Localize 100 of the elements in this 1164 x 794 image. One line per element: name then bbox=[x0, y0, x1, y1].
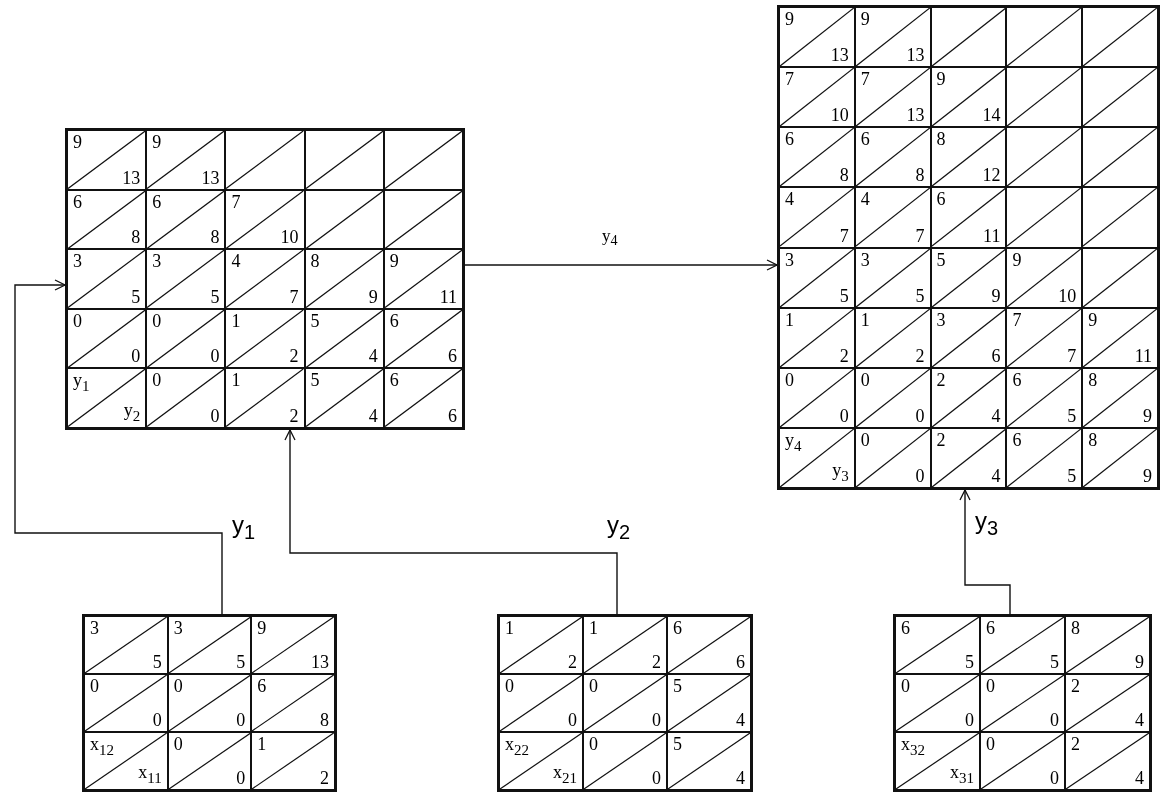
lower-value: 7 bbox=[915, 225, 925, 246]
table-cell bbox=[667, 616, 751, 674]
table-cell bbox=[854, 67, 931, 128]
lower-value: x$_{11}$ bbox=[138, 762, 162, 788]
variable-label: y$_{3}$ bbox=[975, 508, 999, 541]
lower-value: 0 bbox=[131, 346, 141, 367]
table-cell bbox=[67, 189, 147, 250]
lower-value: 7 bbox=[1067, 345, 1077, 366]
table-cell bbox=[1082, 127, 1158, 188]
table-cell bbox=[1006, 127, 1083, 188]
lower-value: 0 bbox=[152, 710, 162, 730]
lower-value: 0 bbox=[652, 710, 661, 730]
lower-value: 9 bbox=[991, 285, 1001, 306]
upper-value: 3 bbox=[152, 251, 162, 272]
table-cell bbox=[67, 249, 147, 309]
table-cell bbox=[854, 367, 931, 428]
upper-value: 6 bbox=[673, 618, 682, 638]
lower-value: 5 bbox=[839, 285, 849, 306]
table-cell bbox=[930, 67, 1007, 128]
lower-value: 13 bbox=[906, 45, 925, 66]
upper-value: 0 bbox=[986, 676, 995, 696]
upper-value: 1 bbox=[257, 734, 267, 754]
lower-value: 11 bbox=[1134, 345, 1152, 366]
table-cell bbox=[1065, 674, 1150, 732]
lower-value: 5 bbox=[152, 652, 162, 672]
lower-value: 4 bbox=[991, 405, 1001, 426]
lower-value: 12 bbox=[982, 165, 1001, 186]
table bbox=[777, 5, 1160, 490]
upper-value: 2 bbox=[936, 369, 946, 390]
table-cell bbox=[583, 732, 667, 790]
upper-value: 0 bbox=[589, 676, 598, 696]
upper-value: 0 bbox=[505, 676, 514, 696]
table-cell bbox=[779, 127, 855, 188]
upper-value: 0 bbox=[152, 310, 162, 331]
lower-value: 2 bbox=[289, 346, 299, 367]
lower-value: 0 bbox=[965, 710, 974, 730]
upper-value: 8 bbox=[1088, 369, 1098, 390]
upper-value: 5 bbox=[673, 676, 682, 696]
table-cell bbox=[84, 674, 168, 732]
lower-value: 0 bbox=[652, 768, 661, 788]
upper-value: y$_{1}$ bbox=[73, 370, 90, 396]
variable-label: y$_{2}$ bbox=[607, 512, 631, 545]
table-cell bbox=[383, 249, 463, 309]
upper-value: 6 bbox=[936, 189, 946, 210]
lower-value: 9 bbox=[1143, 466, 1152, 486]
upper-value: 3 bbox=[785, 249, 794, 270]
lower-value: 2 bbox=[320, 768, 329, 788]
table-cell bbox=[383, 130, 463, 190]
arrow bbox=[464, 259, 778, 271]
lower-value: 13 bbox=[201, 167, 220, 188]
table-cell bbox=[854, 247, 931, 308]
lower-value: 4 bbox=[368, 346, 378, 367]
upper-value: 7 bbox=[785, 69, 794, 90]
lower-value: 0 bbox=[210, 406, 220, 426]
upper-value: 6 bbox=[389, 310, 399, 331]
lower-value: 5 bbox=[210, 286, 220, 307]
table-cell bbox=[779, 187, 855, 248]
arrow bbox=[284, 429, 618, 615]
lower-value: 5 bbox=[1067, 466, 1077, 486]
table-cell bbox=[930, 427, 1007, 488]
table-cell bbox=[67, 368, 147, 428]
table-cell bbox=[854, 187, 931, 248]
table-cell bbox=[499, 732, 583, 790]
lower-value: 2 bbox=[915, 345, 925, 366]
upper-value: 5 bbox=[936, 249, 946, 270]
lower-value: 0 bbox=[210, 346, 220, 367]
table-cell bbox=[1082, 7, 1158, 68]
upper-value: 9 bbox=[860, 9, 870, 29]
upper-value: 4 bbox=[231, 251, 241, 272]
upper-value: 3 bbox=[73, 251, 82, 272]
upper-value: 6 bbox=[1012, 369, 1022, 390]
table-cell bbox=[930, 7, 1007, 68]
table-cell bbox=[779, 7, 855, 68]
table-cell bbox=[67, 308, 147, 369]
upper-value: 0 bbox=[90, 676, 99, 696]
lower-value: 5 bbox=[965, 652, 974, 672]
lower-value: 5 bbox=[1050, 652, 1059, 672]
table-cell bbox=[225, 308, 305, 369]
lower-value: 5 bbox=[131, 286, 141, 307]
lower-value: y$_{2}$ bbox=[123, 400, 141, 426]
upper-value: 9 bbox=[1012, 249, 1022, 270]
table-cell bbox=[167, 616, 252, 674]
table-cell bbox=[779, 367, 855, 428]
table-cell bbox=[84, 616, 168, 674]
upper-value: 9 bbox=[936, 69, 946, 90]
table-cell bbox=[225, 249, 305, 309]
lower-value: 6 bbox=[991, 345, 1001, 366]
lower-value: 6 bbox=[448, 406, 457, 426]
upper-value: 7 bbox=[231, 191, 241, 212]
table-cell bbox=[146, 130, 226, 190]
upper-value: 7 bbox=[860, 69, 870, 90]
table-cell bbox=[1082, 67, 1158, 128]
table-cell bbox=[1006, 307, 1083, 368]
table-cell bbox=[304, 308, 384, 369]
table-cell bbox=[930, 307, 1007, 368]
table-cell bbox=[779, 67, 855, 128]
lower-value: 4 bbox=[1135, 710, 1144, 730]
lower-value: 10 bbox=[1058, 285, 1077, 306]
table-cell bbox=[304, 189, 384, 250]
lower-value: 2 bbox=[652, 652, 661, 672]
